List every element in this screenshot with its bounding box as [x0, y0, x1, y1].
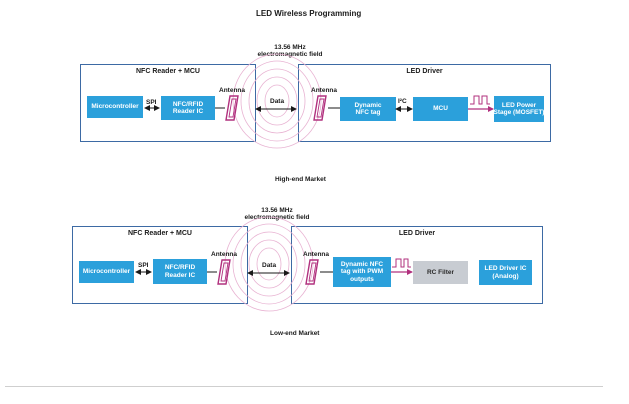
- power-stage-block-top: LED Power Stage (MOSFET): [494, 96, 544, 122]
- antenna-label-left-bottom: Antenna: [211, 251, 237, 258]
- field-description-bottom: electromagnetic field: [244, 214, 310, 221]
- panel-title: LED Driver: [398, 230, 436, 237]
- i2c-label-top: I²C: [398, 98, 407, 105]
- data-label-top: Data: [270, 98, 285, 105]
- microcontroller-block-bottom: Microcontroller: [79, 261, 134, 283]
- market-label-bottom: Low-end Market: [270, 330, 320, 337]
- driver-ic-block-bottom: LED Driver IC (Analog): [479, 260, 532, 285]
- field-label-bottom: 13.56 MHz electromagnetic field: [235, 207, 319, 221]
- panel-title: LED Driver: [406, 68, 443, 75]
- field-label-top: 13.56 MHz electromagnetic field: [248, 44, 332, 58]
- spi-label-top: SPI: [146, 99, 157, 106]
- nfc-tag-block-top: Dynamic NFC tag: [340, 97, 396, 121]
- field-frequency-top: 13.56 MHz: [274, 44, 306, 51]
- antenna-label-right-top: Antenna: [311, 87, 337, 94]
- mcu-block-top: MCU: [413, 97, 468, 121]
- antenna-label-right-bottom: Antenna: [303, 251, 329, 258]
- antenna-label-left-top: Antenna: [219, 87, 245, 94]
- microcontroller-block-top: Microcontroller: [87, 96, 143, 118]
- reader-ic-block-top: NFC/RFID Reader IC: [161, 96, 215, 120]
- spi-label-bottom: SPI: [138, 262, 149, 269]
- diagram-title: LED Wireless Programming: [256, 9, 362, 18]
- reader-ic-block-bottom: NFC/RFID Reader IC: [153, 259, 207, 284]
- field-description-top: electromagnetic field: [257, 51, 323, 58]
- panel-title: NFC Reader + MCU: [136, 68, 200, 75]
- nfc-tag-block-bottom: Dynamic NFC tag with PWM outputs: [333, 257, 391, 287]
- field-frequency-bottom: 13.56 MHz: [261, 207, 293, 214]
- footer-divider: [5, 386, 603, 387]
- rc-filter-block-bottom: RC Filter: [413, 261, 468, 284]
- panel-title: NFC Reader + MCU: [128, 230, 192, 237]
- data-label-bottom: Data: [262, 262, 277, 269]
- market-label-top: High-end Market: [275, 176, 326, 183]
